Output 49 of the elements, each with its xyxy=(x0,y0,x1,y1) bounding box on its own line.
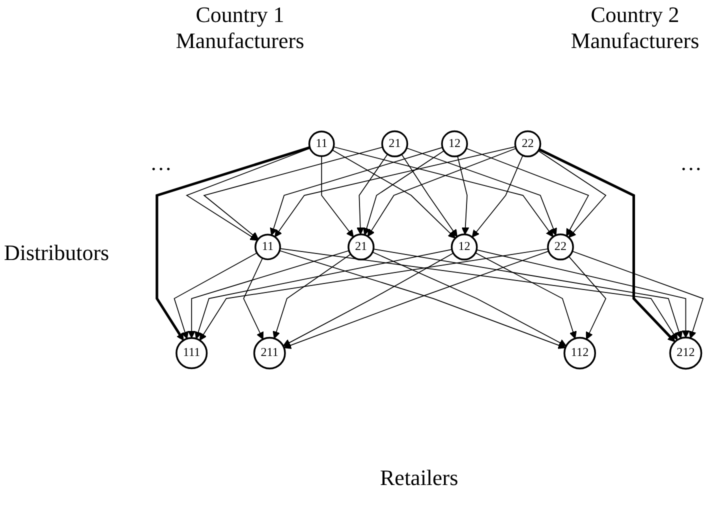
arrow xyxy=(401,154,458,237)
layer-label: Retailers xyxy=(380,465,458,491)
arrow xyxy=(332,150,456,239)
arrow xyxy=(174,252,258,340)
layer-label: Distributors xyxy=(4,240,110,266)
arrow xyxy=(203,146,384,240)
arrow xyxy=(199,248,548,341)
node-circle: 22 xyxy=(514,130,542,158)
arrow xyxy=(156,146,310,341)
arrow xyxy=(457,156,470,235)
node-circle: 21 xyxy=(381,130,408,158)
arrow xyxy=(406,148,557,236)
arrow xyxy=(476,249,690,338)
arrow xyxy=(274,146,516,238)
arrow xyxy=(362,150,444,236)
heading: Country 2 Manufacturers xyxy=(570,2,700,54)
node-circle: 112 xyxy=(564,336,596,370)
ellipsis: … xyxy=(680,150,702,176)
arrow xyxy=(194,249,452,340)
arrow xyxy=(538,148,676,342)
node-circle: 211 xyxy=(253,336,286,370)
node-circle: 22 xyxy=(547,234,574,260)
arrow xyxy=(538,150,606,238)
arrow xyxy=(568,256,606,340)
arrow xyxy=(373,248,683,339)
arrow xyxy=(188,250,350,338)
node-circle: 11 xyxy=(308,130,335,158)
heading: Country 1 Manufacturers xyxy=(174,2,306,54)
arrow xyxy=(572,250,704,339)
arrow xyxy=(472,154,524,238)
node-circle: 11 xyxy=(254,234,281,260)
arrow xyxy=(367,148,516,237)
arrow xyxy=(270,147,443,236)
arrow xyxy=(321,156,354,238)
node-circle: 212 xyxy=(669,336,702,370)
arrow xyxy=(280,248,678,340)
arrow xyxy=(243,258,264,340)
node-circle: 12 xyxy=(441,130,468,158)
node-circle: 21 xyxy=(348,234,374,260)
arrow xyxy=(372,252,567,346)
ellipsis: … xyxy=(150,150,172,176)
node-circle: 12 xyxy=(450,234,478,260)
arrow xyxy=(282,252,454,346)
arrow xyxy=(474,252,577,339)
node-circle: 111 xyxy=(176,337,208,370)
arrow xyxy=(356,154,388,235)
arrow xyxy=(466,148,590,236)
arrow xyxy=(333,146,554,238)
arrow xyxy=(272,254,352,339)
